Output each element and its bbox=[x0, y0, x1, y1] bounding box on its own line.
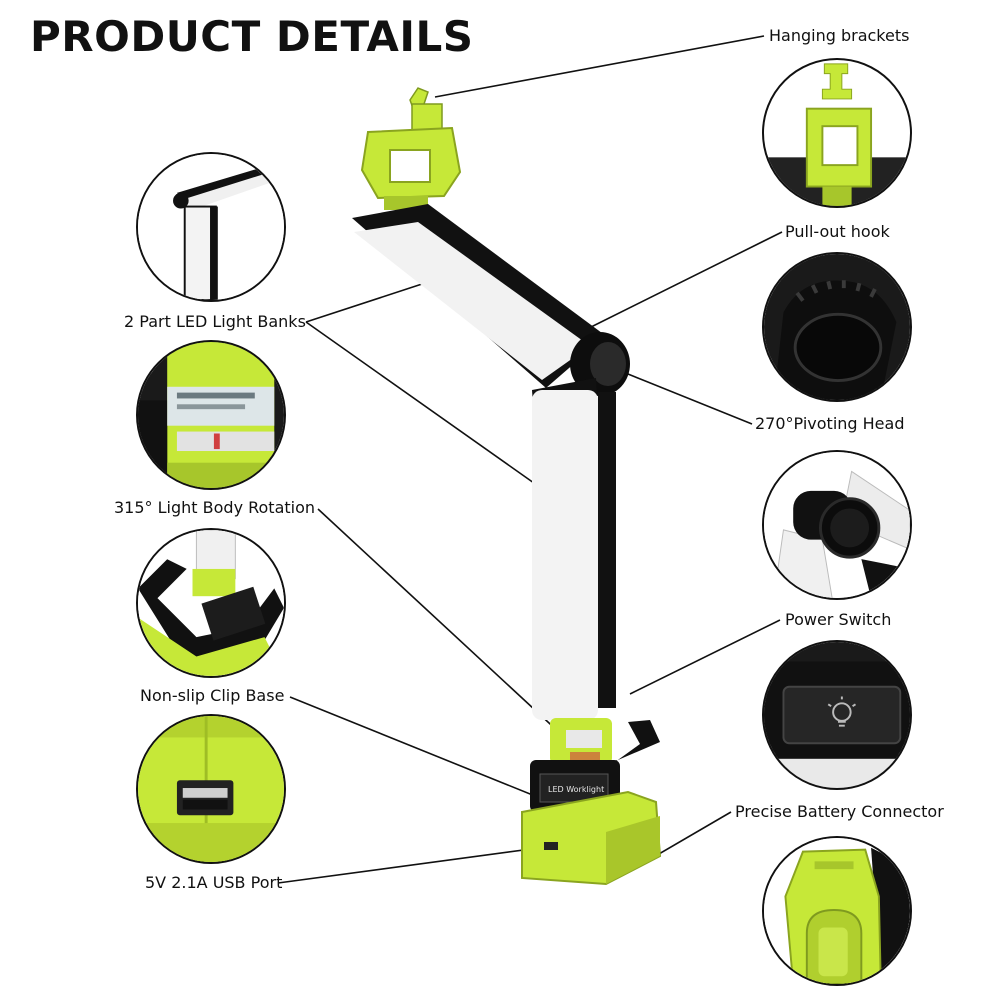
page-title: PRODUCT DETAILS bbox=[30, 12, 474, 61]
leader-usb-port bbox=[277, 846, 547, 884]
detail-power-switch bbox=[762, 640, 912, 790]
label-body-rotation: 315° Light Body Rotation bbox=[114, 498, 316, 517]
label-pull-out-hook: Pull-out hook bbox=[785, 222, 890, 241]
detail-battery-connector bbox=[762, 836, 912, 986]
leader-hanging-brackets bbox=[434, 35, 765, 98]
rotation-collar bbox=[550, 718, 612, 764]
detail-clip-base bbox=[136, 528, 286, 678]
detail-pull-out-hook bbox=[762, 252, 912, 402]
leader-pull-out-hook bbox=[582, 231, 783, 332]
clip-base: LED Worklight bbox=[530, 720, 660, 812]
leader-led-banks-1 bbox=[305, 283, 423, 323]
leader-power-switch bbox=[629, 619, 781, 695]
detail-usb-port bbox=[136, 714, 286, 864]
usb-port-icon bbox=[176, 780, 234, 816]
label-usb-port: 5V 2.1A USB Port bbox=[145, 873, 283, 892]
leader-body-rotation bbox=[317, 508, 563, 736]
detail-hanging-brackets bbox=[762, 58, 912, 208]
battery-adapter bbox=[521, 790, 662, 886]
bulb-icon bbox=[827, 696, 857, 727]
hanging-bracket bbox=[360, 87, 462, 210]
pivot-joint bbox=[570, 332, 630, 396]
base-label: LED Worklight bbox=[548, 785, 604, 794]
leader-pivoting-head bbox=[622, 371, 753, 425]
label-hanging-brackets: Hanging brackets bbox=[769, 26, 910, 45]
detail-body-rotation bbox=[136, 340, 286, 490]
detail-pivoting-head bbox=[762, 450, 912, 600]
usb-port-icon bbox=[544, 842, 558, 850]
label-led-banks: 2 Part LED Light Banks bbox=[124, 312, 306, 331]
leader-clip-base bbox=[289, 696, 541, 799]
leader-led-banks-2 bbox=[305, 321, 542, 489]
label-pivoting-head: 270°Pivoting Head bbox=[755, 414, 905, 433]
lower-light-bank bbox=[532, 378, 616, 720]
detail-led-banks bbox=[136, 152, 286, 302]
upper-light-bank bbox=[352, 204, 606, 388]
label-power-switch: Power Switch bbox=[785, 610, 892, 629]
label-clip-base: Non-slip Clip Base bbox=[140, 686, 285, 705]
label-battery-connector: Precise Battery Connector bbox=[735, 802, 944, 821]
